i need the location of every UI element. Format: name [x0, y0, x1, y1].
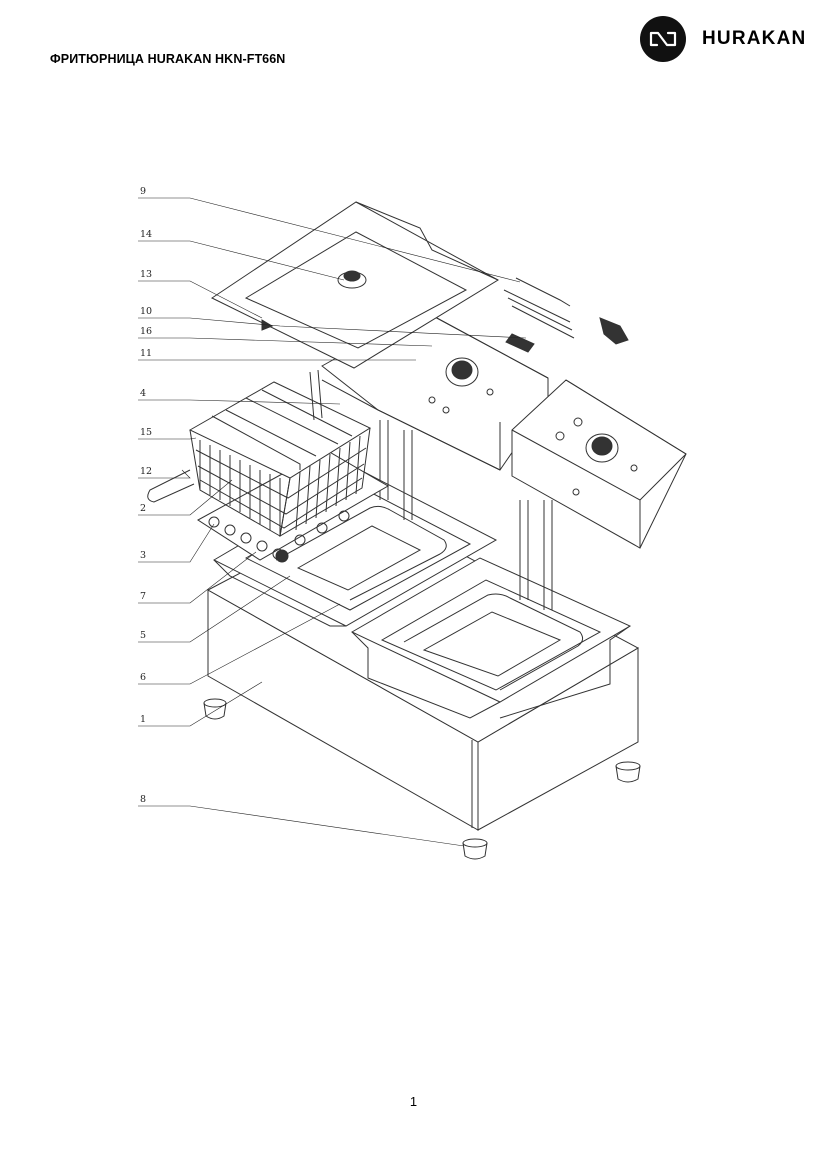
- callout-4: 4: [140, 388, 146, 399]
- callout-8: 8: [140, 794, 146, 805]
- callout-labels: 9 14 13 10 16 11 4 15 12 2 3 7 5 6 1 8: [140, 186, 152, 805]
- callout-12: 12: [140, 466, 152, 477]
- leader-lines: [138, 197, 527, 847]
- callout-7: 7: [140, 591, 146, 602]
- brand-name: HURAKAN: [702, 28, 807, 49]
- callout-1: 1: [140, 714, 146, 725]
- callout-9: 9: [140, 186, 146, 197]
- callout-16: 16: [140, 326, 152, 337]
- power-cord: [503, 277, 629, 353]
- feet: [203, 698, 641, 860]
- right-control-box: [511, 379, 687, 549]
- heating-element-tubes: [379, 420, 553, 610]
- hurakan-infinity-logo-icon: [640, 16, 686, 62]
- lid: [211, 201, 499, 369]
- right-oil-tank: [350, 557, 632, 719]
- callout-3: 3: [140, 550, 146, 561]
- callout-13: 13: [140, 269, 152, 280]
- callout-6: 6: [140, 672, 146, 683]
- callout-5: 5: [140, 630, 146, 641]
- page-number: 1: [409, 1094, 418, 1109]
- document-title: ФРИТЮРНИЦА HURAKAN HKN-FT66N: [50, 52, 286, 66]
- brand-header: HURAKAN: [640, 16, 806, 62]
- callout-11: 11: [140, 348, 152, 359]
- callout-10: 10: [140, 306, 152, 317]
- callout-2: 2: [140, 503, 146, 514]
- callout-15: 15: [140, 427, 152, 438]
- callout-14: 14: [140, 229, 152, 240]
